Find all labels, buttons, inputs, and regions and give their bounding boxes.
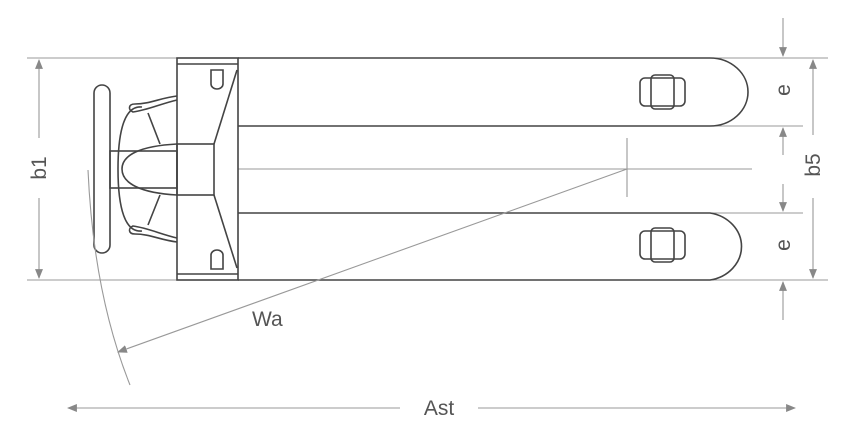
centerline — [238, 138, 752, 197]
forks — [238, 57, 749, 281]
roller-bottom — [639, 227, 686, 263]
roller-top — [639, 74, 686, 110]
e-b5-dimensions: e e b5 — [772, 18, 825, 320]
ast-label: Ast — [424, 397, 455, 420]
ast-dimension: Ast — [67, 397, 796, 420]
e-top-label: e — [772, 84, 795, 96]
tiller-handle — [93, 84, 178, 254]
b5-label: b5 — [802, 153, 825, 176]
chassis — [176, 57, 239, 281]
wa-dimension: Wa — [87, 168, 628, 386]
b1-label: b1 — [28, 156, 51, 179]
b1-dimension: b1 — [28, 59, 51, 279]
extension-lines — [27, 57, 828, 281]
e-bottom-label: e — [772, 239, 795, 251]
wa-label: Wa — [252, 308, 283, 331]
